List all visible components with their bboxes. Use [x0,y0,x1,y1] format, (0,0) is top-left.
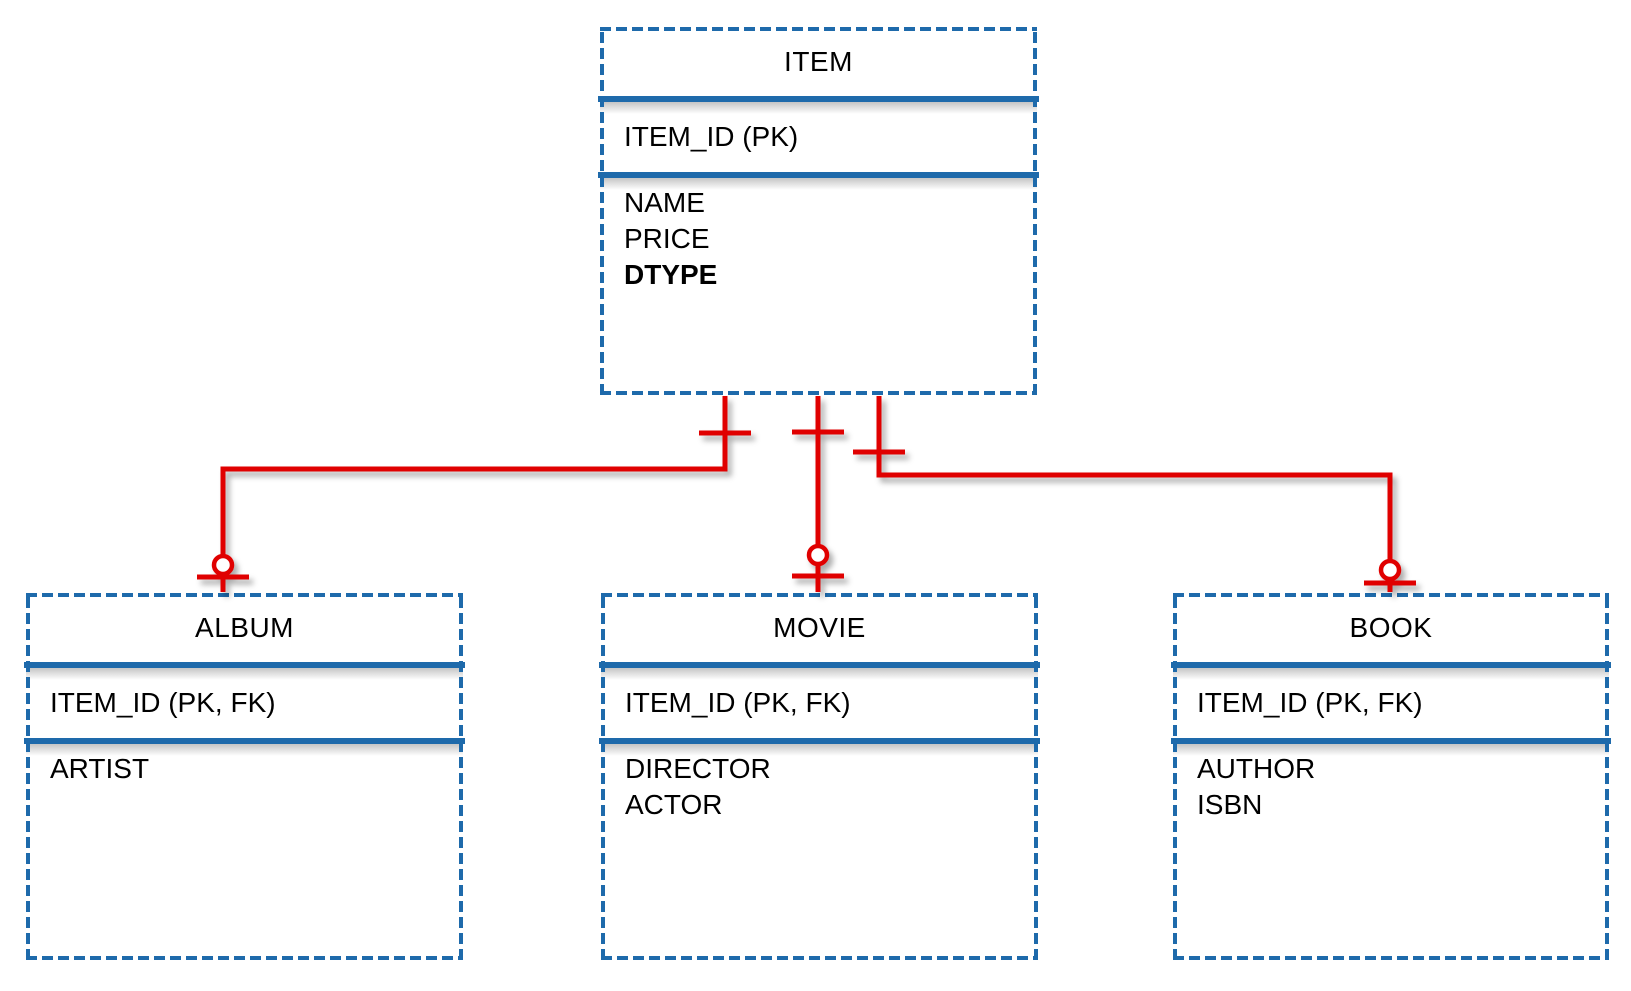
zero-or-one-circle-movie-side [806,543,830,567]
attribute-isbn: ISBN [1197,789,1263,820]
entity-table-book: BOOK ITEM_ID (PK, FK) AUTHOR ISBN [1171,593,1611,960]
connector-item-album [197,396,751,592]
table-title-book: BOOK [1349,611,1433,643]
entity-table-item: ITEM ITEM_ID (PK) NAME PRICE DTYPE [598,27,1039,395]
key-separator [24,738,465,756]
table-title-movie: MOVIE [773,611,866,643]
key-separator [599,738,1040,756]
attribute-list-movie: DIRECTOR ACTOR [601,744,1038,823]
zero-or-one-circle-album-side [211,553,235,577]
entity-table-movie: MOVIE ITEM_ID (PK, FK) DIRECTOR ACTOR [599,593,1040,960]
attribute-list-book: AUTHOR ISBN [1173,744,1609,823]
header-separator [598,96,1039,114]
attribute-actor: ACTOR [625,789,723,820]
attribute-name: NAME [624,187,705,218]
zero-or-one-circle-book-side [1378,558,1402,582]
connector-line [220,396,728,592]
connector-item-movie [792,396,844,592]
attribute-price: PRICE [624,223,710,254]
connector-item-book [853,396,1416,592]
key-field-book: ITEM_ID (PK, FK) [1197,687,1423,718]
connector-line [876,396,1393,592]
attribute-director: DIRECTOR [625,753,771,784]
table-title-item: ITEM [784,45,853,77]
key-separator [1171,738,1611,756]
attribute-author: AUTHOR [1197,753,1316,784]
table-title-album: ALBUM [195,611,294,643]
header-separator [599,662,1040,680]
header-separator [24,662,465,680]
key-field-item: ITEM_ID (PK) [624,121,799,152]
key-separator [598,172,1039,190]
attribute-list-item: NAME PRICE DTYPE [600,178,1037,293]
attribute-artist: ARTIST [50,753,150,784]
attribute-dtype: DTYPE [624,259,718,290]
entity-table-album: ALBUM ITEM_ID (PK, FK) ARTIST [24,593,465,960]
attribute-list-album: ARTIST [26,744,463,787]
header-separator [1171,662,1611,680]
key-field-album: ITEM_ID (PK, FK) [50,687,276,718]
key-field-movie: ITEM_ID (PK, FK) [625,687,851,718]
